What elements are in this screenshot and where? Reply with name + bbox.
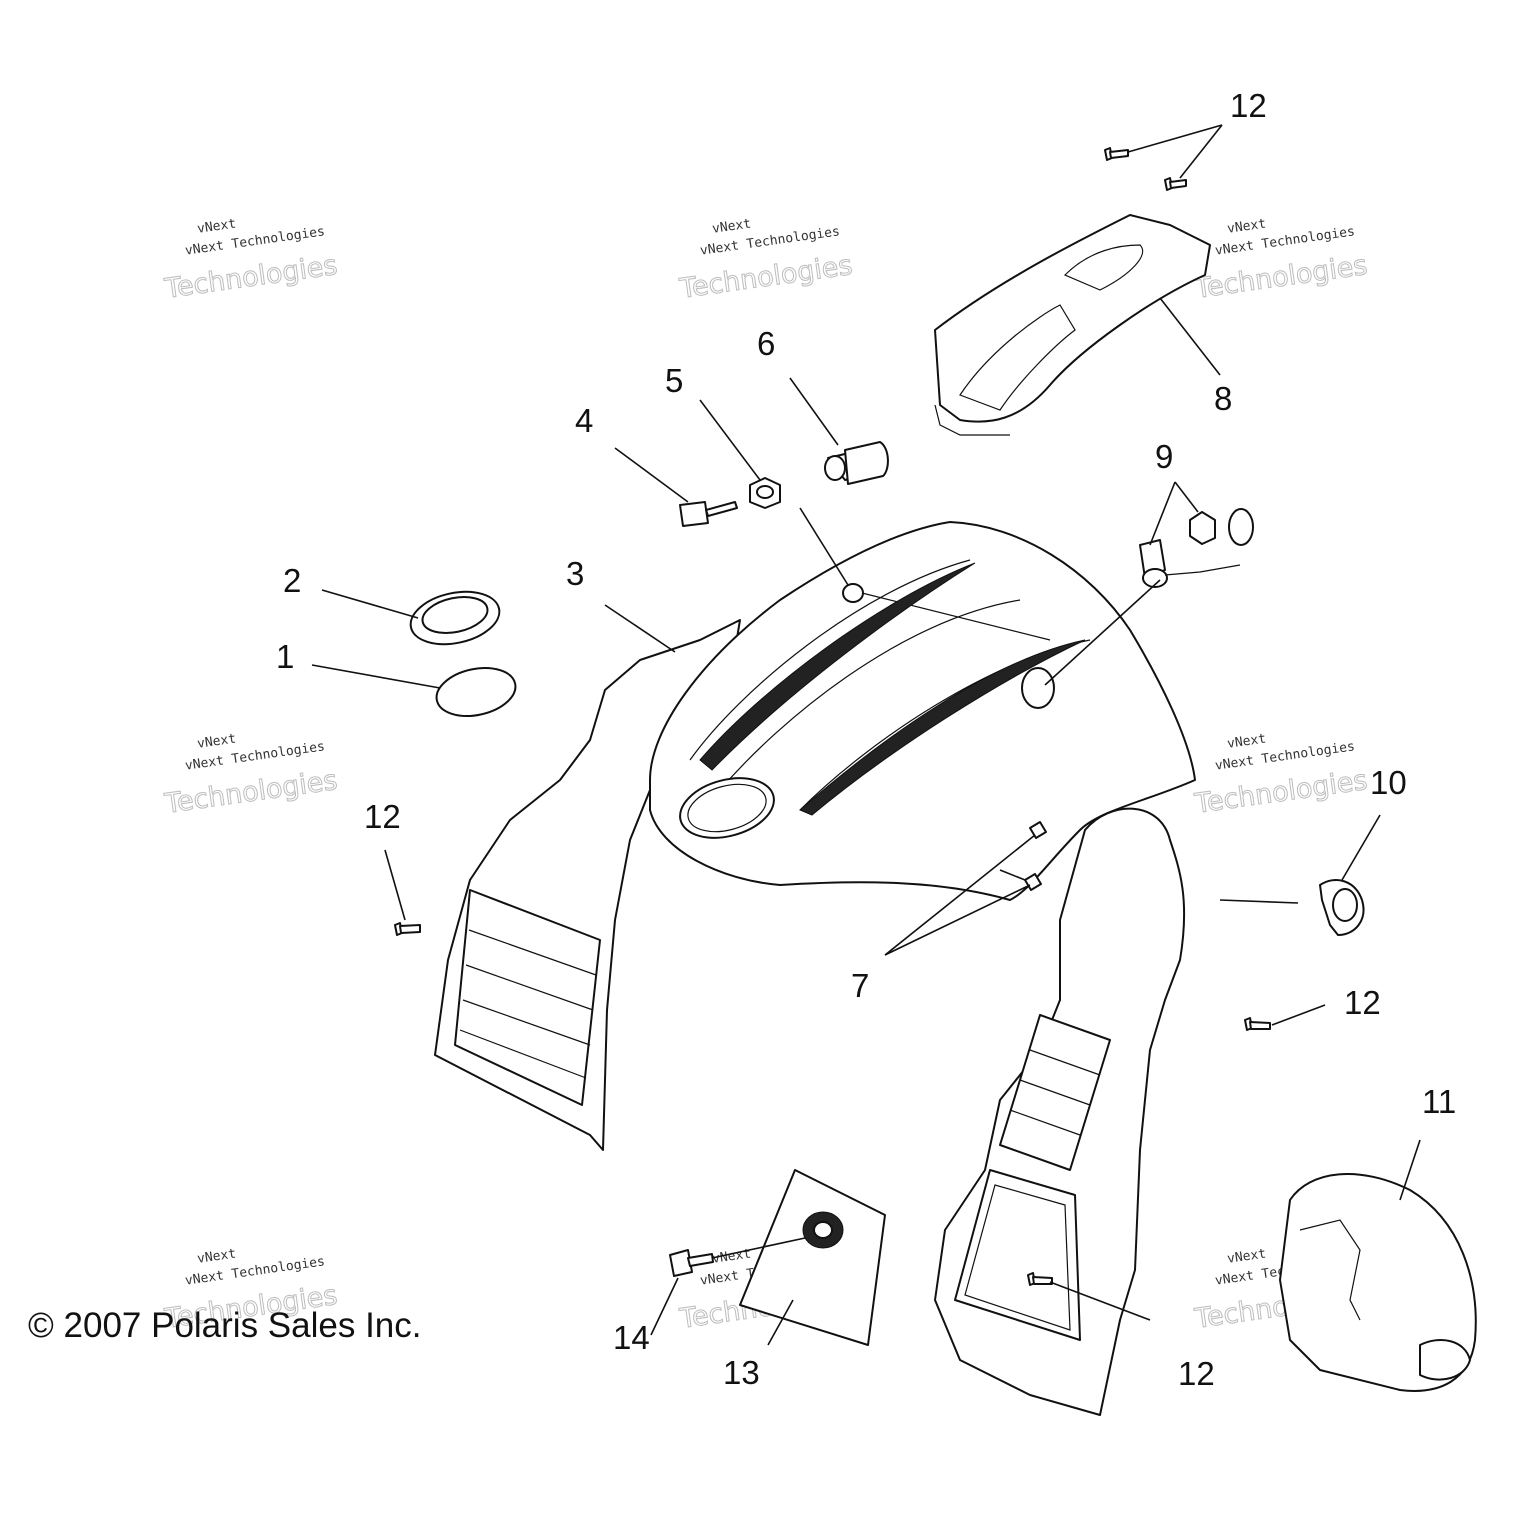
copyright-text: © 2007 Polaris Sales Inc. xyxy=(28,1306,422,1345)
watermark-top-center: Technologies vNext vNext Technologies xyxy=(677,217,855,306)
svg-text:vNext: vNext xyxy=(1226,732,1267,752)
callout-1: 1 xyxy=(276,638,294,675)
leader-lines xyxy=(311,124,1421,1346)
key xyxy=(679,501,738,527)
callout-8: 8 xyxy=(1214,380,1232,417)
callout-4: 4 xyxy=(575,402,593,439)
screw-12-right xyxy=(1244,1017,1271,1031)
callout-6: 6 xyxy=(757,325,775,362)
ridge-left-dark xyxy=(699,562,976,771)
side-pod xyxy=(1279,1173,1477,1392)
ignition-switch xyxy=(824,441,889,485)
svg-text:vNext: vNext xyxy=(196,217,237,237)
hood-assembly xyxy=(434,521,1196,1416)
key-boss xyxy=(842,583,864,603)
headlight-opening xyxy=(679,777,775,839)
callout-12-bottom: 12 xyxy=(1178,1355,1215,1392)
svg-text:vNext: vNext xyxy=(1226,1247,1267,1267)
watermark-top-left: Technologies vNext vNext Technologies xyxy=(162,217,340,306)
callout-14: 14 xyxy=(613,1319,650,1356)
screw-12-left xyxy=(394,922,421,936)
rear-cover xyxy=(934,214,1211,436)
screw-7-a xyxy=(1029,821,1047,839)
left-vent xyxy=(454,889,601,1106)
callout-7: 7 xyxy=(851,967,869,1004)
bezel-ring xyxy=(409,590,501,646)
svg-text:vNext: vNext xyxy=(196,732,237,752)
switch-boss xyxy=(1021,667,1055,709)
ridge-right-dark xyxy=(799,639,1086,816)
callout-10: 10 xyxy=(1370,764,1407,801)
cover-panel xyxy=(739,1169,886,1346)
callout-11: 11 xyxy=(1422,1083,1456,1120)
watermark-top-right: Technologies vNext vNext Technologies xyxy=(1192,217,1370,306)
screw-12-top-b xyxy=(1164,177,1187,191)
svg-text:vNext: vNext xyxy=(711,217,752,237)
screw-12-top-a xyxy=(1104,147,1129,161)
watermark-middle-left: Technologies vNext vNext Technologies xyxy=(162,732,340,821)
hood-center-body xyxy=(649,521,1196,901)
screw-12-bottom xyxy=(1027,1272,1053,1286)
callout-5: 5 xyxy=(665,362,683,399)
callout-3: 3 xyxy=(566,555,584,592)
callout-13: 13 xyxy=(723,1354,760,1391)
watermark-middle-right: Technologies vNext vNext Technologies xyxy=(1192,732,1370,821)
push-rivet xyxy=(669,1249,714,1277)
o-ring xyxy=(435,667,517,717)
callout-12-right: 12 xyxy=(1344,984,1381,1021)
light-switch xyxy=(1139,508,1254,588)
callout-12-left: 12 xyxy=(364,798,401,835)
callout-9: 9 xyxy=(1155,438,1173,475)
right-lower-opening xyxy=(954,1169,1081,1341)
svg-text:vNext: vNext xyxy=(1226,217,1267,237)
mount-bracket xyxy=(1319,879,1365,936)
svg-text:vNext: vNext xyxy=(196,1247,237,1267)
nut xyxy=(749,477,781,509)
callout-12-top: 12 xyxy=(1230,87,1267,124)
callout-2: 2 xyxy=(283,562,301,599)
